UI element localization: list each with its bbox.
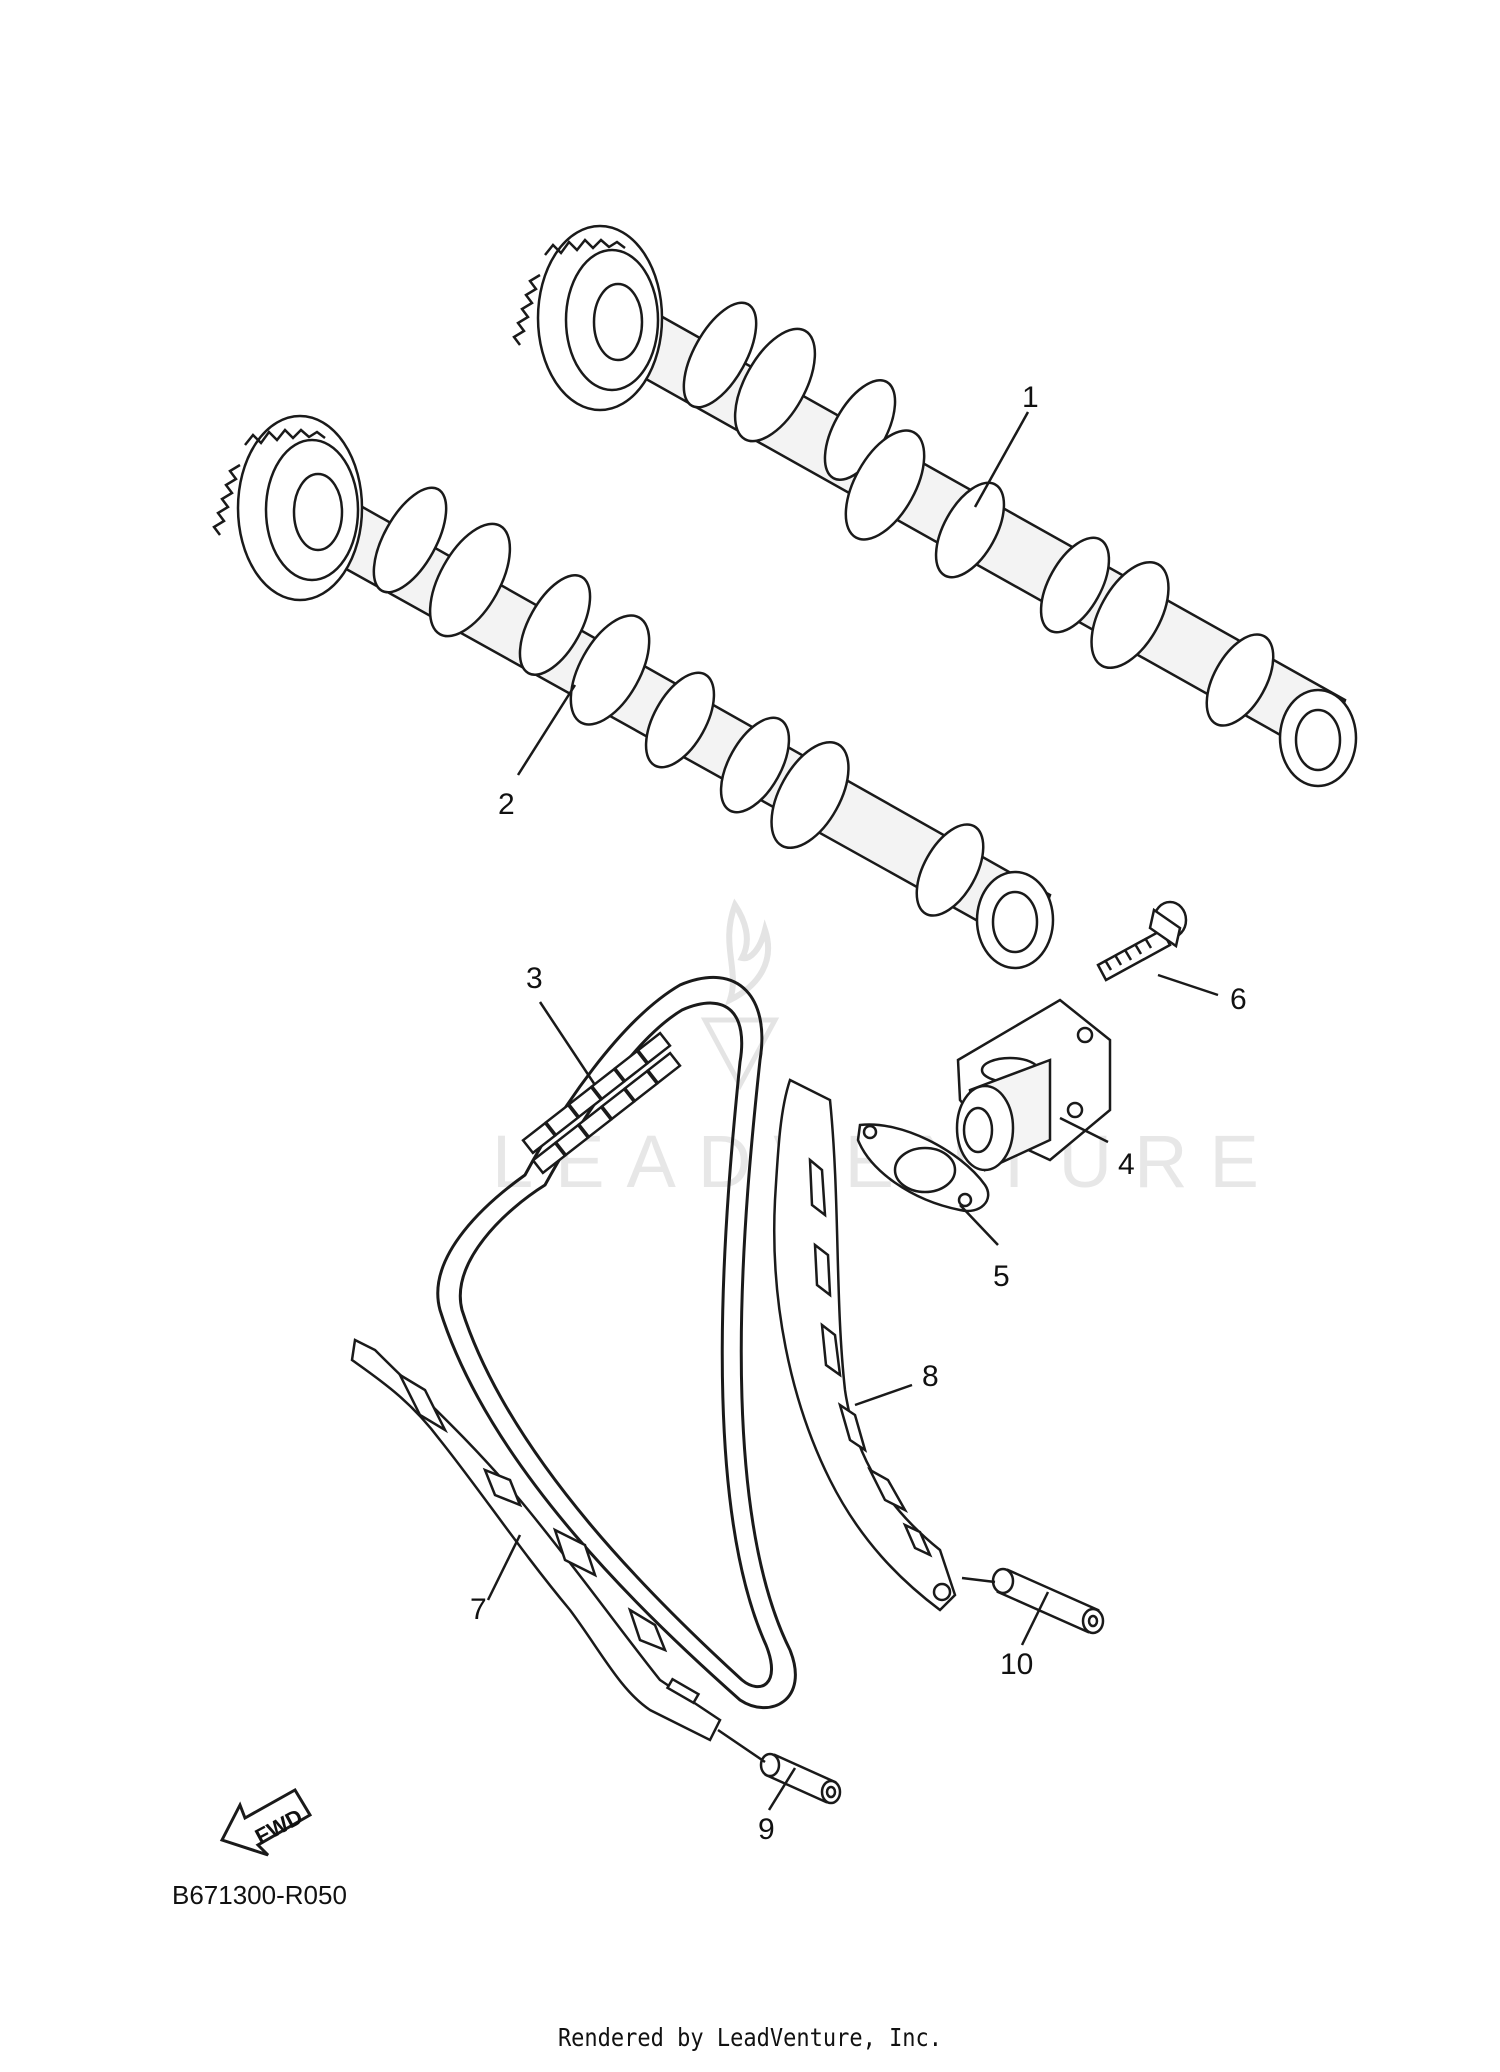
leader-line-9 — [767, 1767, 797, 1811]
bolt-part-6 — [1096, 900, 1188, 982]
callout-7[interactable]: 7 — [470, 1593, 487, 1626]
callout-1[interactable]: 1 — [1022, 381, 1039, 414]
leader-line-8 — [854, 1383, 913, 1407]
callout-6[interactable]: 6 — [1230, 983, 1247, 1016]
leader-line-2 — [516, 684, 577, 776]
leader-line-4 — [1059, 1116, 1109, 1144]
leader-line-8-pin — [961, 1576, 996, 1584]
leader-line-10 — [1020, 1591, 1050, 1646]
camshaft-part-1 — [512, 224, 1358, 788]
camshaft-part-2 — [212, 414, 1055, 970]
diagram-code: B671300-R050 — [172, 1880, 347, 1910]
pin-part-9 — [759, 1752, 842, 1805]
callout-5[interactable]: 5 — [993, 1260, 1010, 1293]
leader-line-6 — [1157, 973, 1219, 997]
watermark-flame-icon — [700, 898, 780, 1091]
leader-line-3 — [538, 1001, 597, 1086]
gasket-part-5 — [856, 1123, 990, 1213]
chain-guide-part-8 — [773, 1078, 957, 1612]
callout-10[interactable]: 10 — [1000, 1648, 1034, 1681]
callout-3[interactable]: 3 — [526, 962, 543, 995]
callout-9[interactable]: 9 — [758, 1813, 775, 1846]
callout-2[interactable]: 2 — [498, 788, 515, 821]
leader-line-7-pin — [717, 1728, 766, 1764]
fwd-arrow-icon: FWD — [219, 1787, 313, 1857]
leader-lines — [486, 411, 1219, 1811]
render-credit: Rendered by LeadVenture, Inc. — [557, 2024, 943, 2053]
callout-8[interactable]: 8 — [922, 1360, 939, 1393]
leader-line-5 — [959, 1204, 999, 1246]
chain-tensioner-part-4 — [955, 998, 1112, 1172]
leader-line-1 — [973, 411, 1030, 508]
leader-line-7 — [486, 1534, 522, 1601]
callout-4[interactable]: 4 — [1118, 1148, 1135, 1181]
pin-part-10 — [991, 1567, 1105, 1635]
chain-guide-part-7 — [350, 1338, 722, 1742]
timing-chain-part-3 — [436, 975, 797, 1710]
